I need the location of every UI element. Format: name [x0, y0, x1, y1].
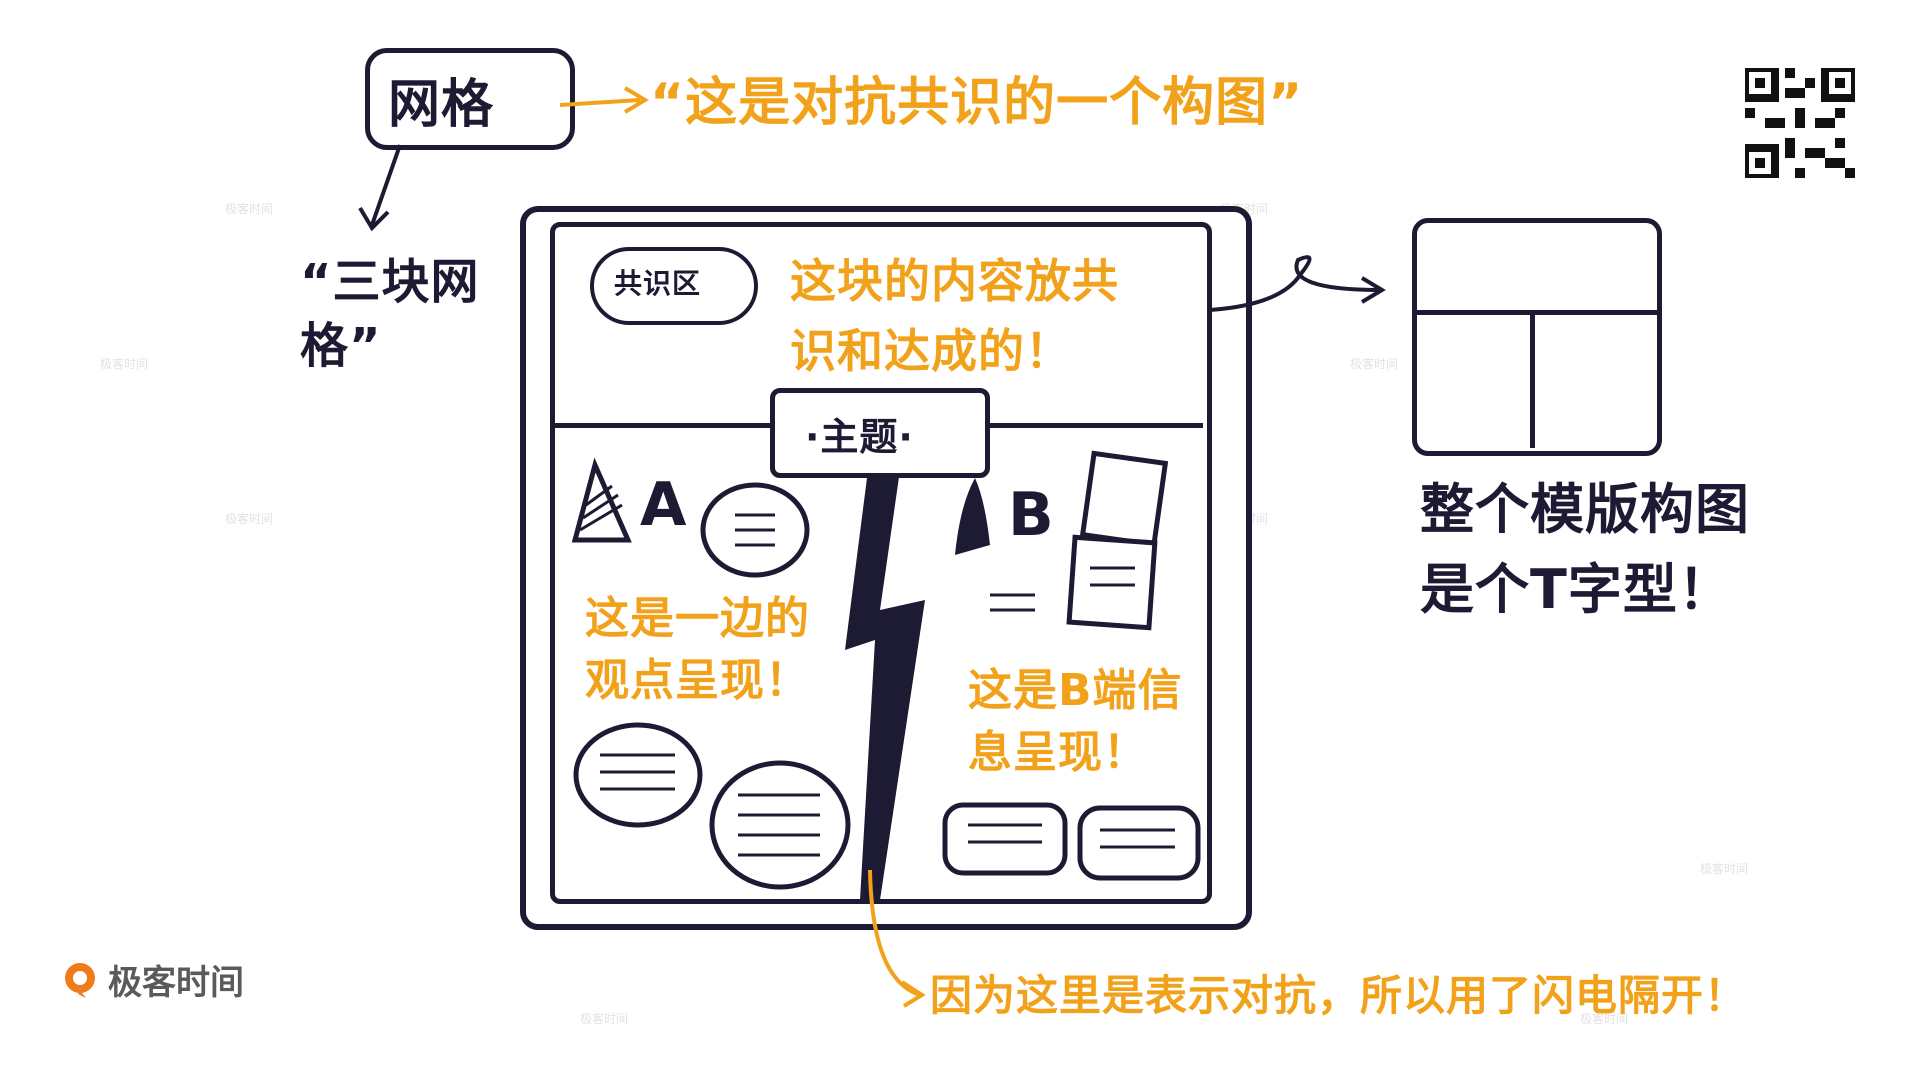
grid-caption: “这是对抗共识的一个构图” — [650, 73, 1304, 133]
consensus-label: 共识区 — [614, 267, 702, 300]
watermark: 极客时间 — [1580, 1012, 1629, 1026]
arrow-icon — [1209, 255, 1381, 312]
cone-icon-a — [571, 457, 632, 543]
logo-text: 极客时间 — [108, 963, 244, 1003]
side-b-tag: B — [1008, 480, 1055, 550]
bell-icon-b — [955, 478, 990, 555]
topic-box — [770, 388, 990, 478]
topic-label: ·主题· — [805, 415, 914, 459]
lightning-icon — [845, 470, 925, 900]
speech-bubble-icon — [942, 802, 1068, 876]
grid-label: 网格 — [388, 75, 495, 135]
watermark: 极客时间 — [1700, 862, 1749, 876]
document-icon — [1066, 534, 1158, 631]
arrow-icon — [370, 144, 402, 226]
side-a-description: 这是一边的观点呈现！ — [585, 593, 810, 706]
t-template-vertical — [1530, 312, 1535, 448]
consensus-bubble — [590, 247, 758, 325]
speech-bubble-icon — [573, 722, 703, 828]
brand-logo: 极客时间 — [60, 955, 244, 1004]
template-description: 整个模版构图是个T字型！ — [1420, 478, 1750, 621]
watermark: 极客时间 — [1350, 357, 1399, 371]
side-a-tag: A — [640, 470, 688, 540]
watermark: 极客时间 — [225, 202, 274, 216]
side-b-description: 这是B端信息呈现！ — [968, 665, 1183, 778]
speech-bubble-icon — [1077, 805, 1201, 881]
t-template-diagram — [1412, 218, 1662, 456]
lightning-note: 因为这里是表示对抗，所以用了闪电隔开！ — [930, 971, 1748, 1020]
t-template-horizontal — [1417, 310, 1657, 315]
watermark: 极客时间 — [225, 512, 274, 526]
watermark: 极客时间 — [580, 1012, 629, 1026]
qr-code-icon — [1745, 68, 1855, 178]
watermark: 极客时间 — [100, 357, 149, 371]
arrow-icon — [559, 98, 641, 107]
document-icon — [1079, 450, 1169, 548]
grid-label-box — [365, 48, 575, 150]
speech-bubble-icon — [709, 760, 851, 890]
three-block-note: “三块网格” — [300, 254, 480, 374]
logo-icon — [65, 962, 95, 998]
arrow-icon — [868, 869, 921, 997]
consensus-description: 这块的内容放共识和达成的！ — [790, 254, 1119, 378]
